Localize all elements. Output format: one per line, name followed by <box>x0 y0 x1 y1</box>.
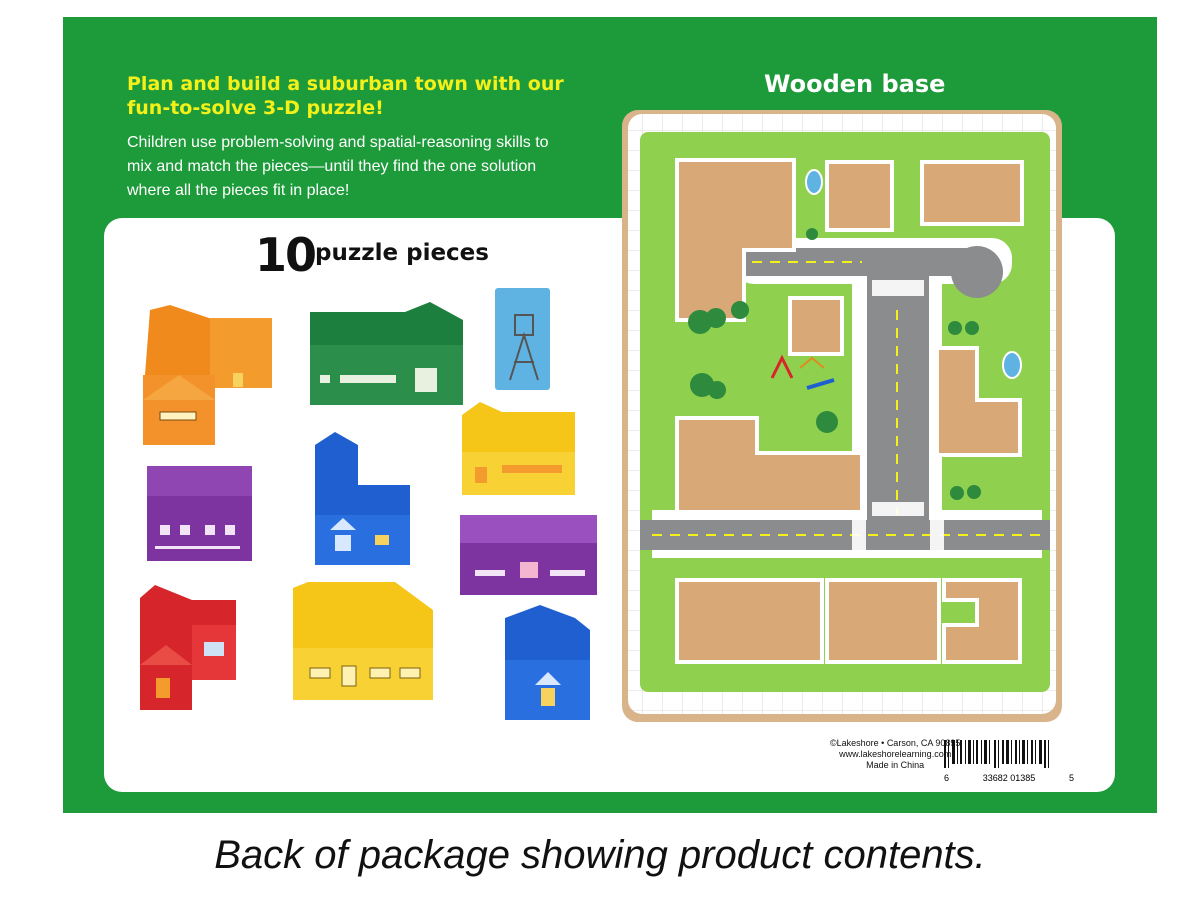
blue-house-piece-small <box>505 605 590 720</box>
company-line-1: ©Lakeshore • Carson, CA 90895 <box>830 738 961 748</box>
blue-tall-house-piece <box>315 432 410 565</box>
barcode-right-digit: 5 <box>1068 773 1074 783</box>
barcode: 6 33682 01385 5 <box>944 740 1074 783</box>
green-house-piece <box>310 302 463 405</box>
puzzle-pieces-illustration <box>140 288 597 720</box>
purple-house-piece-right <box>460 515 597 595</box>
orange-house-piece <box>143 305 272 445</box>
yellow-house-piece-large <box>293 582 433 700</box>
barcode-left-digit: 6 <box>944 773 950 783</box>
barcode-middle-digits: 33682 01385 <box>982 773 1036 783</box>
red-house-piece <box>140 585 236 710</box>
wooden-base-board <box>622 110 1062 722</box>
purple-house-piece-left <box>147 466 252 561</box>
pieces-label: puzzle pieces <box>315 240 489 266</box>
barcode-bars-icon <box>944 740 1049 768</box>
headline: Plan and build a suburban town with our … <box>127 73 564 119</box>
company-line-2: www.lakeshorelearning.com <box>839 749 952 759</box>
company-line-3: Made in China <box>866 760 925 770</box>
body-copy: Children use problem-solving and spatial… <box>127 134 549 199</box>
pieces-count: 10 <box>255 228 317 282</box>
company-info: ©Lakeshore • Carson, CA 90895 www.lakesh… <box>830 738 960 771</box>
caption: Back of package showing product contents… <box>214 833 986 877</box>
wooden-base-title: Wooden base <box>764 70 946 98</box>
water-tower-piece <box>495 288 550 390</box>
playground-icon <box>770 354 835 390</box>
yellow-house-piece-small <box>462 402 575 495</box>
